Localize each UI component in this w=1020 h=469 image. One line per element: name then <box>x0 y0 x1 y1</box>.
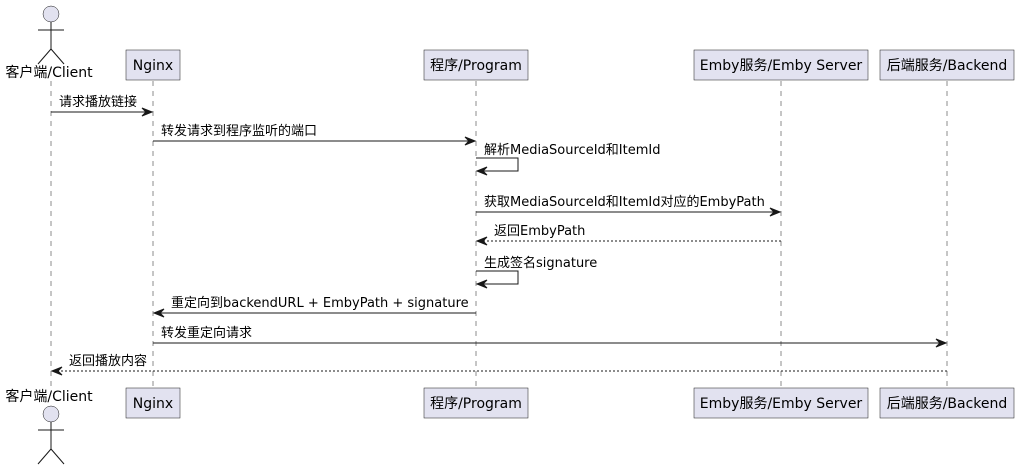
actor-head <box>42 5 60 23</box>
message-5: 返回EmbyPath <box>475 224 781 246</box>
participant-box-frame <box>125 387 181 419</box>
arrowhead <box>50 366 63 376</box>
message-2: 转发请求到程序监听的端口 <box>153 123 477 146</box>
message-label: 生成签名signature <box>484 255 597 271</box>
participant-box-frame <box>693 49 869 81</box>
arrowhead <box>141 107 154 117</box>
participant-label: Nginx <box>133 58 173 74</box>
participant-box-backend-top: 后端服务/Backend <box>879 49 1015 81</box>
message-3: 解析MediaSourceId和ItemId <box>475 143 660 176</box>
participant-label: 客户端/Client <box>5 388 93 405</box>
message-line <box>476 157 519 172</box>
participant-box-frame <box>423 387 529 419</box>
participant-box-backend-bottom: 后端服务/Backend <box>879 387 1015 419</box>
arrowhead <box>475 236 488 246</box>
participant-box-nginx-bottom: Nginx <box>125 387 181 419</box>
participant-box-frame <box>879 387 1015 419</box>
participant-label: 后端服务/Backend <box>887 58 1008 74</box>
participant-label: 程序/Program <box>430 396 522 412</box>
actor-leg-right <box>50 448 65 465</box>
message-label: 请求播放链接 <box>59 94 137 110</box>
actor-client-top: 客户端/Client <box>5 5 93 81</box>
message-9: 返回播放内容 <box>50 353 947 376</box>
message-line <box>476 270 519 285</box>
message-label: 解析MediaSourceId和ItemId <box>484 143 660 158</box>
message-label: 获取MediaSourceId和ItemId对应的EmbyPath <box>484 194 765 210</box>
message-1: 请求播放链接 <box>51 94 154 117</box>
arrowhead <box>935 338 948 348</box>
participant-box-emby-top: Emby服务/Emby Server <box>693 49 869 81</box>
participant-label: 后端服务/Backend <box>887 396 1008 412</box>
actor-client-bottom: 客户端/Client <box>5 388 93 465</box>
actor-leg-right <box>50 48 65 65</box>
arrowhead <box>475 166 488 176</box>
participant-box-frame <box>879 49 1015 81</box>
actor-head <box>42 405 60 423</box>
arrowhead <box>152 308 165 318</box>
message-label: 转发重定向请求 <box>161 325 252 341</box>
message-label: 转发请求到程序监听的端口 <box>161 123 317 139</box>
participant-box-frame <box>423 49 529 81</box>
participant-label: Emby服务/Emby Server <box>700 396 863 412</box>
participant-label: Nginx <box>133 396 173 412</box>
message-label: 返回EmbyPath <box>494 224 585 239</box>
arrowhead <box>464 136 477 146</box>
participant-box-emby-bottom: Emby服务/Emby Server <box>693 387 869 419</box>
participant-label: 客户端/Client <box>5 64 93 81</box>
participant-box-frame <box>693 387 869 419</box>
message-4: 获取MediaSourceId和ItemId对应的EmbyPath <box>476 194 782 217</box>
arrowhead <box>475 279 488 289</box>
message-label: 重定向到backendURL + EmbyPath + signature <box>171 295 469 311</box>
message-label: 返回播放内容 <box>69 353 147 369</box>
participant-box-program-top: 程序/Program <box>423 49 529 81</box>
actor-leg-left <box>37 448 52 465</box>
actor-leg-left <box>37 48 52 65</box>
participant-label: Emby服务/Emby Server <box>700 58 863 74</box>
participant-box-frame <box>125 49 181 81</box>
message-6: 生成签名signature <box>475 255 597 289</box>
arrowhead <box>769 207 782 217</box>
participant-box-program-bottom: 程序/Program <box>423 387 529 419</box>
message-8: 转发重定向请求 <box>153 325 948 348</box>
message-7: 重定向到backendURL + EmbyPath + signature <box>152 295 476 318</box>
participant-label: 程序/Program <box>430 58 522 74</box>
participant-box-nginx-top: Nginx <box>125 49 181 81</box>
